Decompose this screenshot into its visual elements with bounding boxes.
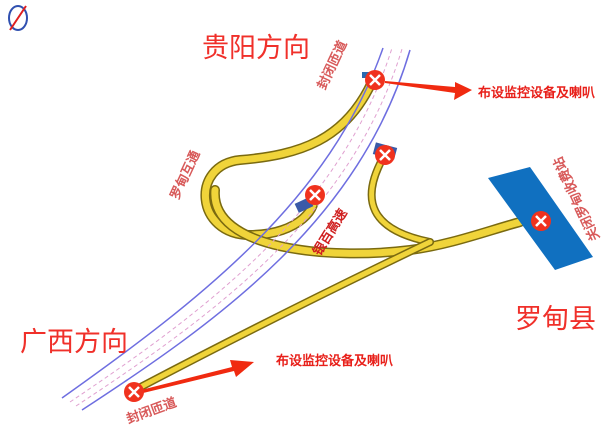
close-marker-icon bbox=[375, 145, 395, 165]
guangxi-direction-label: 广西方向 bbox=[20, 327, 128, 358]
guiyang-direction-label: 贵阳方向 bbox=[202, 33, 310, 64]
expressway bbox=[61, 47, 411, 411]
luodian-county-label: 罗甸县 bbox=[515, 304, 596, 335]
closure-markers bbox=[124, 70, 551, 402]
monitor-note-bottom: 布设监控设备及喇叭 bbox=[276, 354, 394, 369]
close-marker-icon bbox=[365, 70, 385, 90]
monitor-note-top: 布设监控设备及喇叭 bbox=[478, 86, 596, 101]
arrow-icon bbox=[137, 81, 472, 394]
logo-icon bbox=[8, 5, 28, 31]
close-marker-icon bbox=[531, 211, 551, 231]
close-marker-icon bbox=[305, 185, 325, 205]
ramps bbox=[131, 77, 525, 394]
close-marker-icon bbox=[124, 382, 144, 402]
